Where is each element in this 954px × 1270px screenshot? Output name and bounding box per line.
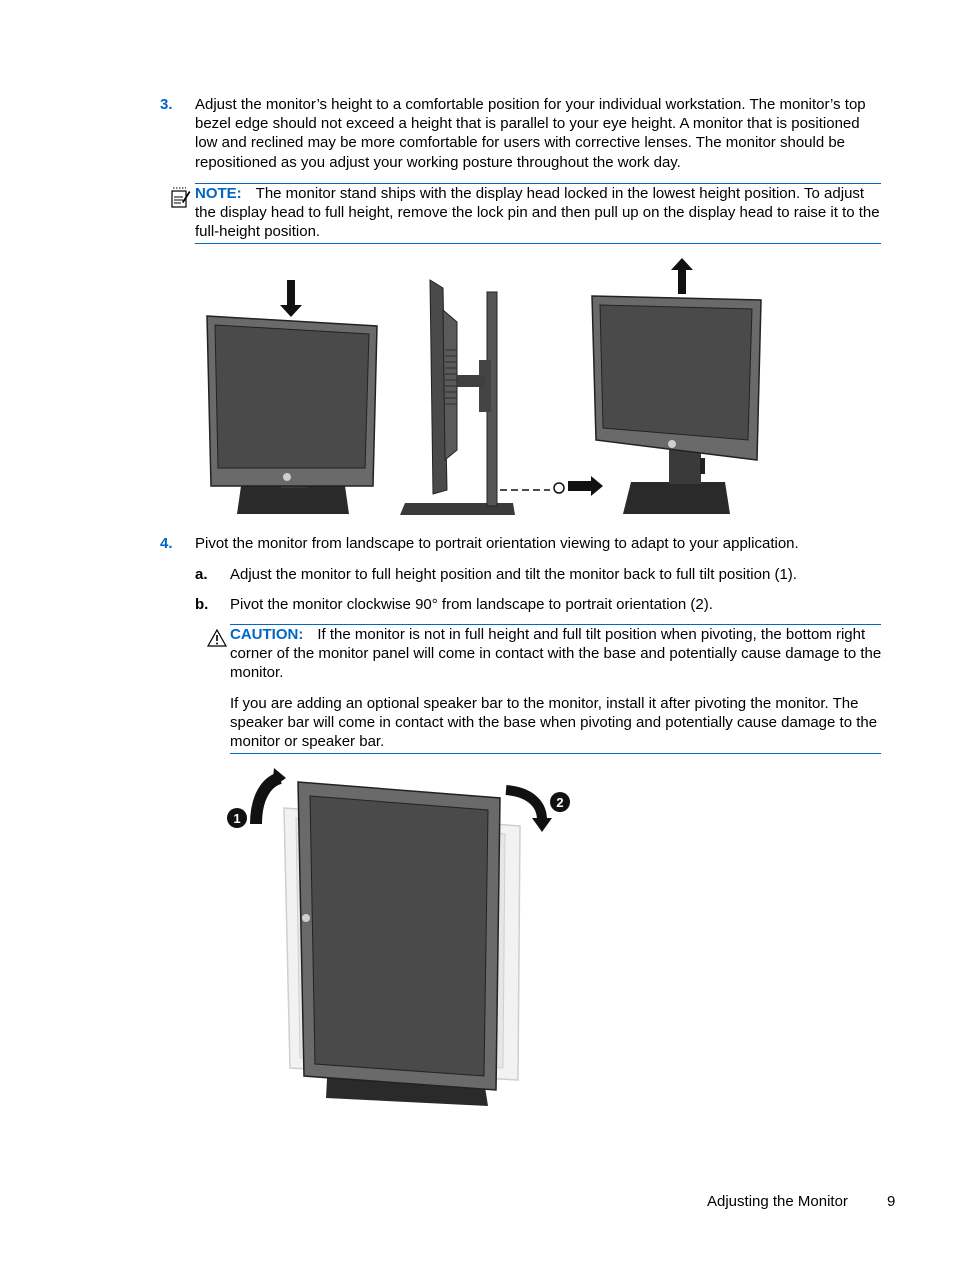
note-icon [171, 187, 191, 208]
note-bottom-rule [195, 243, 881, 244]
substep-a-letter: a. [195, 566, 208, 583]
step-4-text: Pivot the monitor from landscape to port… [195, 535, 799, 552]
callout-1-label: 1 [233, 811, 240, 826]
caution-top-rule [230, 624, 881, 625]
substep-b-letter: b. [195, 596, 209, 613]
note-top-rule [195, 183, 881, 184]
callout-1-badge [227, 808, 247, 828]
caution-body: CAUTION:If the monitor is not in full he… [230, 625, 885, 683]
pivot-arrow-icon [505, 785, 552, 832]
caution-text-2: If you are adding an optional speaker ba… [230, 695, 878, 751]
monitor-side-view [400, 279, 515, 515]
monitor-lowered [206, 315, 378, 514]
footer-section-title: Adjusting the Monitor [707, 1193, 848, 1210]
height-adjust-figure [206, 258, 762, 515]
caution-bottom-rule [230, 753, 881, 754]
down-arrow-icon [280, 280, 302, 317]
substep-a-text: Adjust the monitor to full height positi… [230, 566, 797, 583]
caution-label: CAUTION: [230, 626, 304, 643]
tilt-arrow-icon [250, 768, 286, 825]
caution-text: If the monitor is not in full height and… [230, 626, 882, 682]
warning-triangle-icon [206, 628, 228, 647]
note-label: NOTE: [195, 185, 242, 202]
right-arrow-icon [568, 476, 603, 496]
note-body: NOTE:The monitor stand ships with the di… [195, 184, 885, 242]
lock-pin [500, 482, 565, 494]
step-4-number: 4. [160, 535, 173, 552]
callout-2-label: 2 [556, 795, 563, 810]
step-3-text: Adjust the monitor’s height to a comfort… [195, 96, 866, 171]
pivot-figure: 1 2 [227, 768, 570, 1106]
note-text: The monitor stand ships with the display… [195, 185, 880, 241]
callout-2-badge [550, 792, 570, 812]
monitor-raised [591, 295, 762, 514]
up-arrow-icon [671, 258, 693, 294]
footer-page-number: 9 [887, 1193, 896, 1210]
substep-b-text: Pivot the monitor clockwise 90° from lan… [230, 596, 713, 613]
step-3-number: 3. [160, 96, 173, 113]
